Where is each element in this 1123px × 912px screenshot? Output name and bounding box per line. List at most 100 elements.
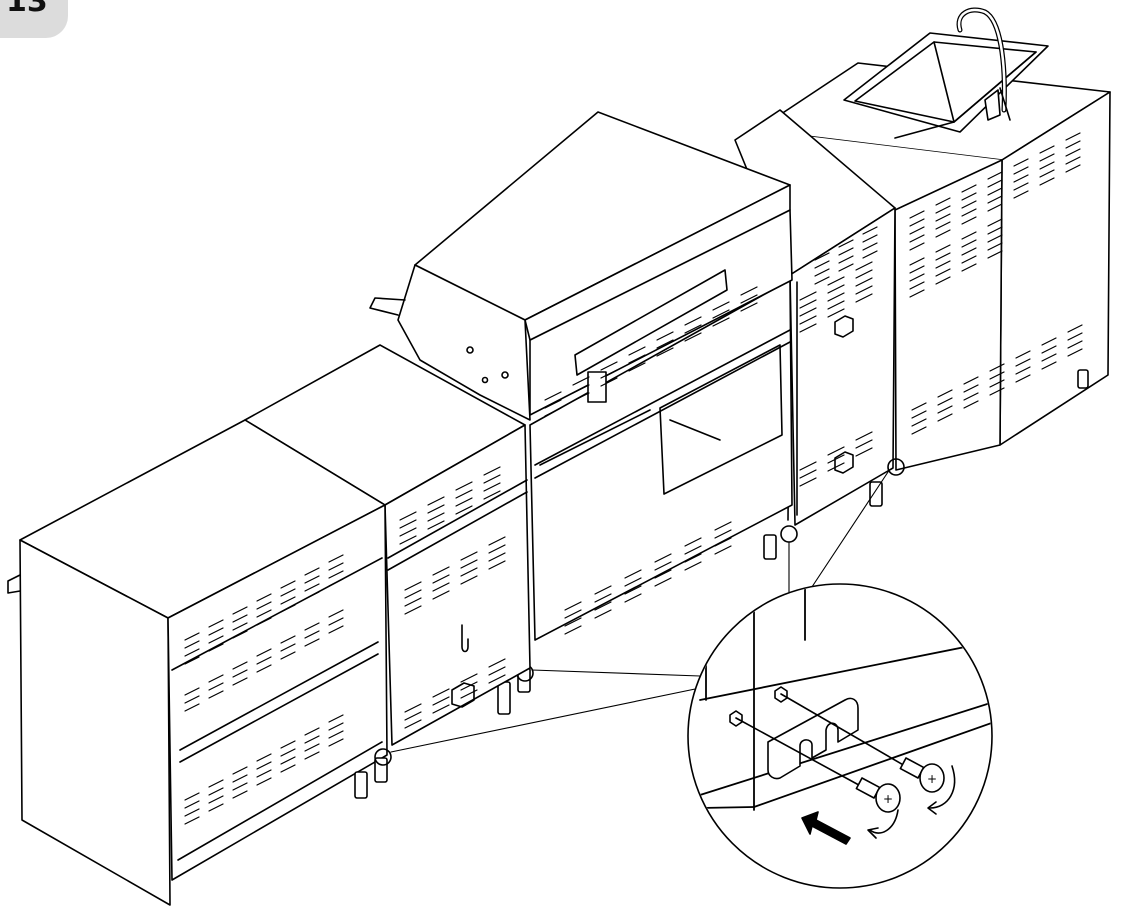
vent-slot <box>256 593 272 602</box>
vent-slot <box>909 273 925 282</box>
vent-slot <box>304 591 320 600</box>
screw-left: + <box>855 777 901 813</box>
vent-slot <box>256 617 272 626</box>
vent-slot <box>184 648 200 657</box>
vent-slot <box>1065 156 1081 165</box>
vent-slot <box>564 625 582 635</box>
vent-slot <box>628 362 646 372</box>
vent-slot <box>232 614 248 623</box>
vent-slot <box>1013 158 1029 167</box>
vent-slot <box>827 300 845 310</box>
vent-slot <box>184 703 200 712</box>
vent-slot <box>862 242 878 251</box>
vent-slot <box>987 218 1003 227</box>
vent-slot <box>280 643 296 652</box>
vent-slot <box>280 651 296 660</box>
vent-slot <box>280 740 296 749</box>
vent-slot <box>937 413 953 422</box>
vent-slot <box>911 402 927 411</box>
vent-slots <box>184 132 1083 825</box>
vent-slot <box>838 239 854 248</box>
vent-slot <box>594 609 612 619</box>
vent-slot <box>232 677 248 686</box>
vent-slot <box>280 596 296 605</box>
vent-slot <box>488 674 506 684</box>
vent-slot <box>564 617 582 627</box>
vent-slot <box>961 247 977 256</box>
vent-slot <box>684 537 702 547</box>
vent-slot <box>1041 345 1057 354</box>
vent-slot <box>404 703 422 713</box>
vent-slot <box>328 578 344 587</box>
vent-slot <box>827 446 845 456</box>
vent-slot <box>911 410 927 419</box>
vent-slot <box>909 242 925 251</box>
vent-slot <box>963 376 979 385</box>
vent-slot <box>654 577 672 587</box>
step-badge: 13 <box>0 0 68 38</box>
vent-slot <box>624 569 642 579</box>
vent-slot <box>855 277 873 287</box>
detail-magnified-view: + + <box>687 583 993 889</box>
vent-slot <box>987 242 1003 251</box>
vent-slot <box>232 790 248 799</box>
vent-slot <box>594 593 612 603</box>
vent-slot <box>838 263 854 272</box>
vent-slot <box>184 640 200 649</box>
vent-slot <box>544 407 562 417</box>
vent-slot <box>712 309 730 319</box>
vent-slot <box>628 346 646 356</box>
vent-slot <box>304 751 320 760</box>
vent-slot <box>280 588 296 597</box>
vent-slot <box>937 405 953 414</box>
vent-slot <box>987 226 1003 235</box>
vent-slot <box>572 384 590 394</box>
vent-slot <box>909 281 925 290</box>
vent-slot <box>208 690 224 699</box>
vent-slot <box>963 384 979 393</box>
vent-slot <box>989 363 1005 372</box>
vent-slot <box>600 369 618 379</box>
vent-slot <box>656 331 674 341</box>
vent-slot <box>855 431 873 441</box>
vent-slot <box>404 711 422 721</box>
vent-slot <box>909 218 925 227</box>
vent-slot <box>280 764 296 773</box>
vent-slot <box>799 477 817 487</box>
vent-slot <box>961 192 977 201</box>
vent-slot <box>427 496 445 506</box>
vent-slot <box>427 512 445 522</box>
vent-slot <box>1013 190 1029 199</box>
vent-slot <box>256 601 272 610</box>
vent-slot <box>814 268 830 277</box>
vent-slot <box>280 580 296 589</box>
vent-slot <box>1041 353 1057 362</box>
vent-slot <box>1015 350 1031 359</box>
vent-slot <box>404 581 422 591</box>
vent-slot <box>304 575 320 584</box>
vent-slot <box>684 316 702 326</box>
step-number: 13 <box>6 0 48 19</box>
vent-slot <box>184 632 200 641</box>
vent-slot <box>855 447 873 457</box>
vent-slot <box>712 301 730 311</box>
grill-unit <box>369 111 793 715</box>
vent-slot <box>427 520 445 530</box>
vent-slot <box>232 774 248 783</box>
vent-slot <box>1065 140 1081 149</box>
vent-slot <box>1065 148 1081 157</box>
vent-slot <box>280 604 296 613</box>
vent-slot <box>208 779 224 788</box>
vent-slot <box>935 268 951 277</box>
vent-slot <box>256 769 272 778</box>
svg-text:+: + <box>927 772 937 786</box>
vent-slot <box>935 221 951 230</box>
vent-slot <box>684 332 702 342</box>
vent-slot <box>432 574 450 584</box>
vent-slot <box>987 171 1003 180</box>
vent-slot <box>827 462 845 472</box>
vent-slot <box>432 590 450 600</box>
vent-slot <box>488 658 506 668</box>
vent-slot <box>328 562 344 571</box>
vent-slot <box>714 521 732 531</box>
